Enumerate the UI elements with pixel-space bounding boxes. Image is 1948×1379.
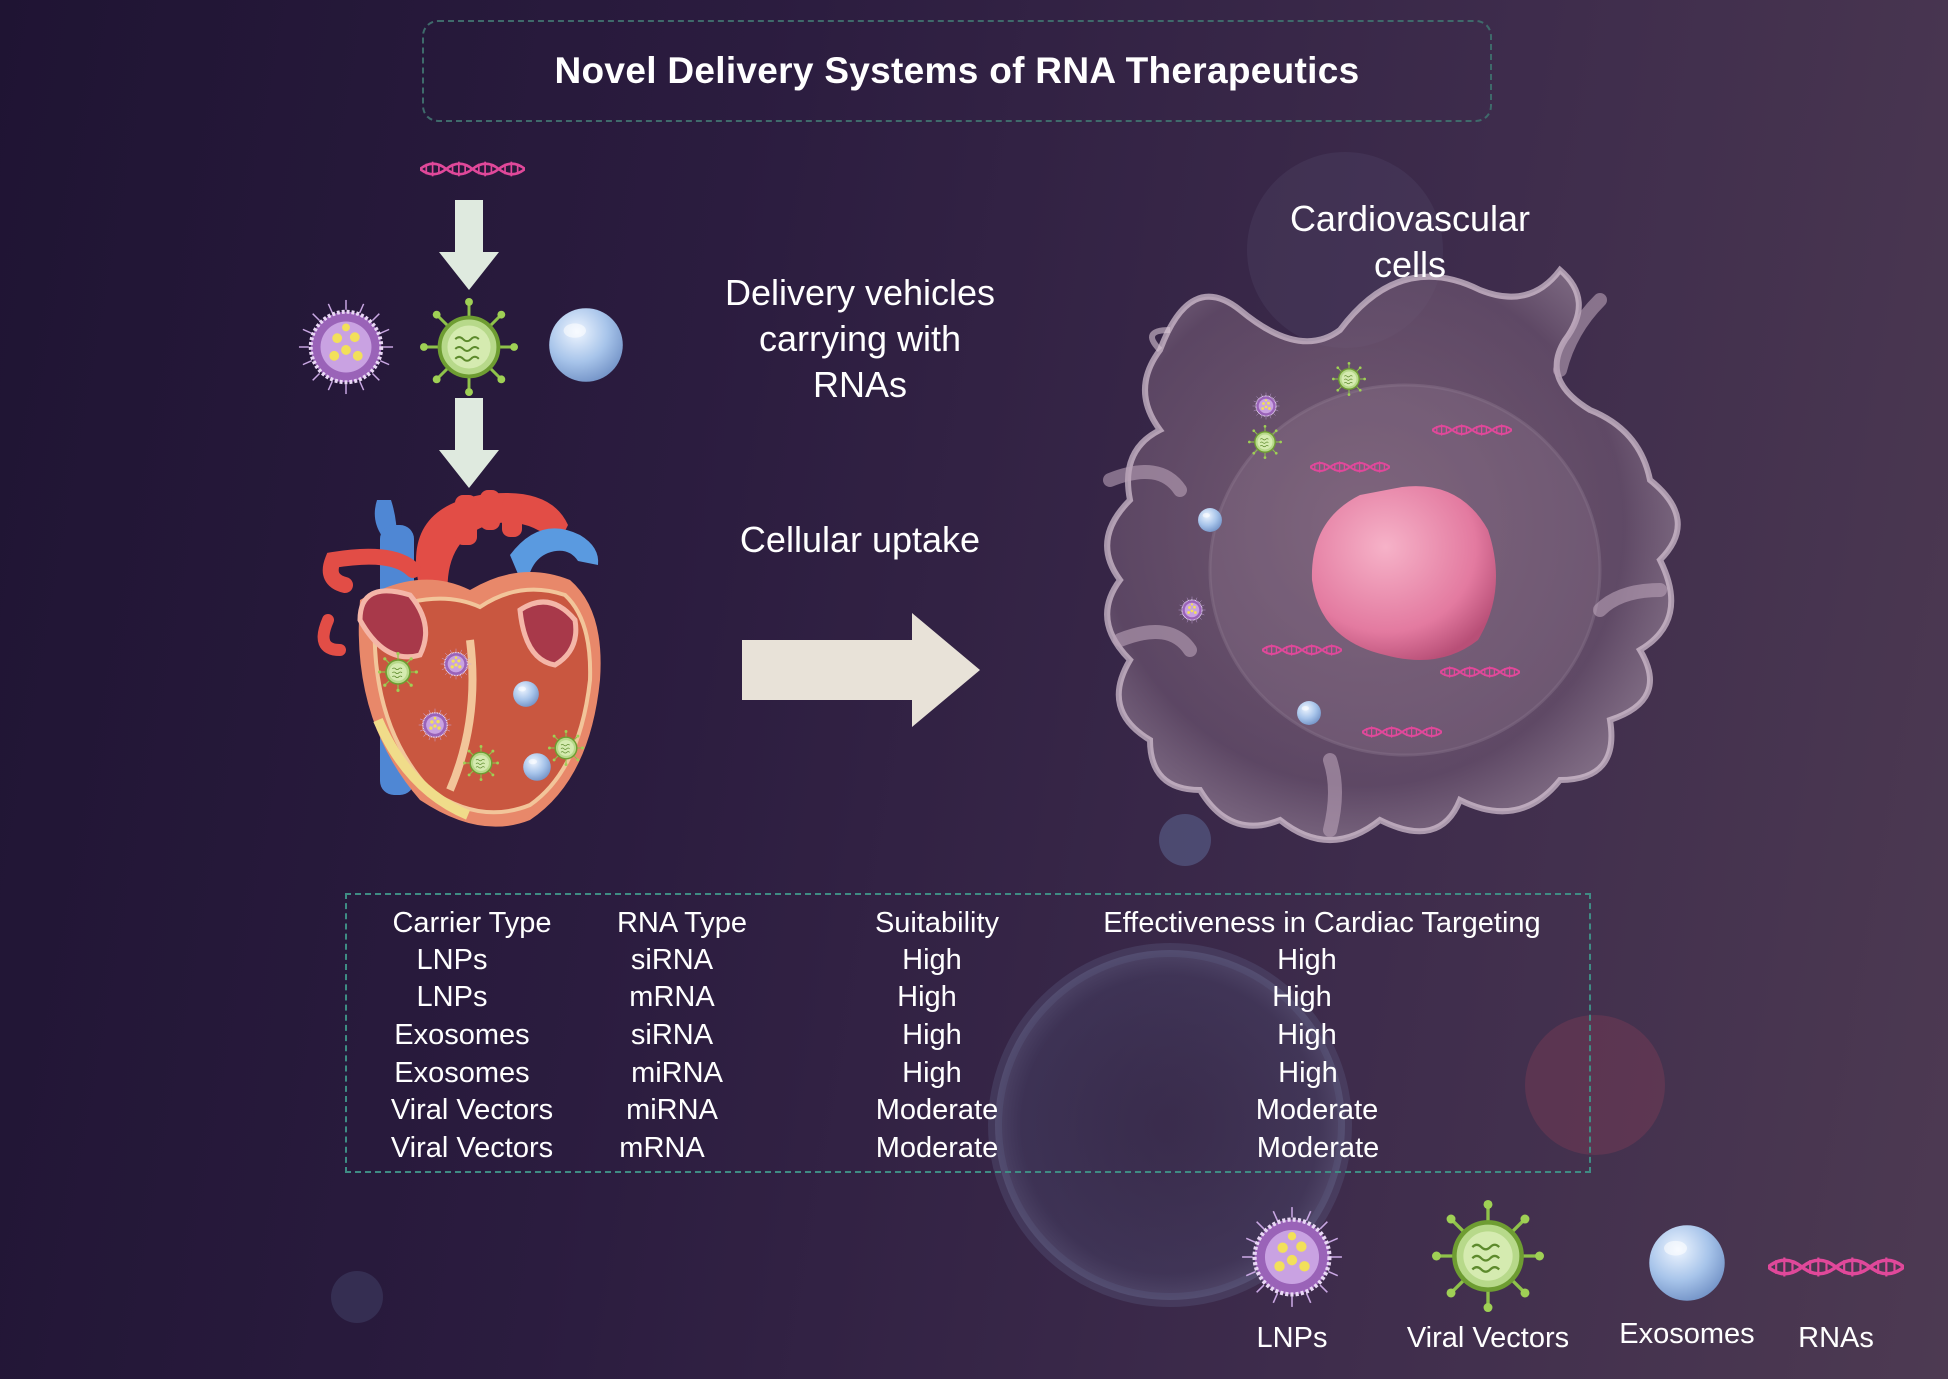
- table-cell-rna: siRNA: [630, 944, 714, 976]
- legend-label-viral-vectors: Viral Vectors: [1406, 1322, 1570, 1354]
- vehicles-label-line3: RNAs: [812, 364, 907, 405]
- legend-label-lnps: LNPs: [1256, 1322, 1328, 1354]
- legend-label-rnas: RNAs: [1798, 1322, 1874, 1354]
- legend-label-exosomes: Exosomes: [1619, 1318, 1755, 1350]
- table-cell-carrier: LNPs: [416, 981, 488, 1013]
- legend-lnp-icon: [1242, 1207, 1342, 1307]
- title-box: Novel Delivery Systems of RNA Therapeuti…: [422, 20, 1492, 122]
- table-cell-effectiveness: High: [1278, 1057, 1338, 1089]
- table-cell-suitability: High: [902, 1057, 962, 1089]
- table-header-carrier-type: Carrier Type: [392, 907, 552, 939]
- table-cell-effectiveness: Moderate: [1255, 1094, 1379, 1126]
- cells-label-line2: cells: [1373, 244, 1447, 285]
- table-cell-effectiveness: Moderate: [1256, 1132, 1380, 1164]
- table-cell-rna: mRNA: [619, 1132, 705, 1164]
- table-cell-rna: miRNA: [631, 1057, 723, 1089]
- table-cell-effectiveness: High: [1272, 981, 1332, 1013]
- cardiovascular-cells-label: Cardiovascular cells: [1240, 196, 1580, 288]
- table-header-effectiveness: Effectiveness in Cardiac Targeting: [1103, 907, 1541, 939]
- table-cell-suitability: High: [897, 981, 957, 1013]
- table-cell-rna: miRNA: [626, 1094, 718, 1126]
- legend-rna-icon: [1768, 1255, 1904, 1279]
- table-cell-effectiveness: High: [1277, 944, 1337, 976]
- cell-illustration: [1103, 265, 1681, 843]
- vehicles-label-line2: carrying with: [758, 318, 962, 359]
- table-cell-suitability: High: [902, 1019, 962, 1051]
- table-cell-carrier: LNPs: [416, 944, 488, 976]
- heart-illustration: [317, 490, 601, 827]
- cells-label-line1: Cardiovascular: [1289, 198, 1531, 239]
- table-cell-rna: mRNA: [629, 981, 715, 1013]
- legend-viral-vector-icon: [1432, 1200, 1544, 1312]
- table-header-rna-type: RNA Type: [616, 907, 748, 939]
- table-cell-rna: siRNA: [630, 1019, 714, 1051]
- vehicles-label-line1: Delivery vehicles: [724, 272, 996, 313]
- legend-exosome-icon: [1649, 1225, 1725, 1301]
- table-cell-suitability: High: [902, 944, 962, 976]
- table-cell-carrier: Viral Vectors: [390, 1094, 554, 1126]
- uptake-label-text: Cellular uptake: [739, 519, 981, 560]
- table-cell-carrier: Viral Vectors: [390, 1132, 554, 1164]
- table-cell-suitability: Moderate: [875, 1132, 999, 1164]
- table-cell-carrier: Exosomes: [394, 1019, 530, 1051]
- carrier-comparison-table: Carrier Type RNA Type Suitability Effect…: [345, 893, 1591, 1173]
- cellular-uptake-label: Cellular uptake: [690, 517, 1030, 563]
- page-title: Novel Delivery Systems of RNA Therapeuti…: [554, 50, 1360, 91]
- table-header-suitability: Suitability: [874, 907, 1000, 939]
- table-cell-carrier: Exosomes: [394, 1057, 530, 1089]
- table-cell-suitability: Moderate: [875, 1094, 999, 1126]
- table-cell-effectiveness: High: [1277, 1019, 1337, 1051]
- delivery-vehicles-label: Delivery vehicles carrying with RNAs: [680, 270, 1040, 408]
